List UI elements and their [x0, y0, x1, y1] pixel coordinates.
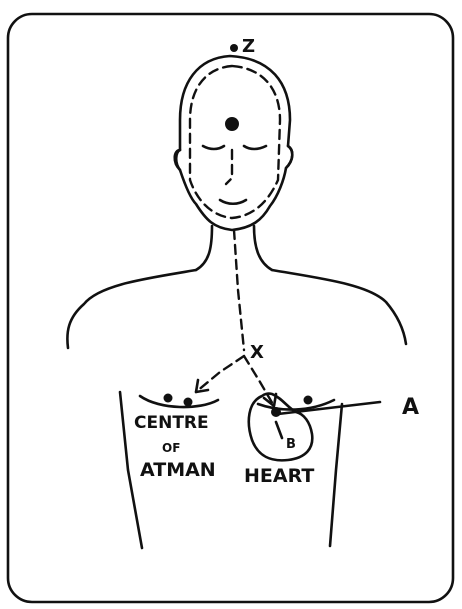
head-inner-dashed [190, 66, 280, 218]
heart-area [249, 394, 380, 461]
frame-border [8, 14, 453, 602]
centre-of-atman [140, 394, 218, 408]
left-chest-curve [140, 396, 218, 407]
neck-right [254, 226, 272, 270]
label-heart: HEART [244, 465, 314, 487]
mouth [220, 200, 246, 204]
label-a: A [402, 395, 419, 420]
label-of: OF [162, 441, 180, 455]
head [175, 44, 293, 230]
heart-dot-right [304, 396, 313, 405]
atman-dot-1 [164, 394, 173, 403]
atman-dot-2 [184, 398, 193, 407]
right-ear [286, 146, 292, 168]
pointer-line-a [278, 402, 380, 414]
channel-to-atman [196, 356, 244, 392]
spine-dashed-line [234, 230, 244, 350]
heart-inner-v [276, 422, 282, 438]
right-side [330, 404, 342, 546]
right-eye [244, 146, 266, 149]
right-shoulder [272, 270, 406, 344]
left-shoulder [67, 270, 196, 348]
nose-line [226, 150, 232, 184]
neck-left [196, 226, 212, 270]
heart-dot [271, 407, 281, 417]
label-b: B [286, 437, 296, 452]
label-atman: ATMAN [140, 459, 216, 481]
left-eye [203, 146, 224, 149]
third-eye-dot [225, 117, 239, 131]
crown-dot [230, 44, 238, 52]
label-x: X [250, 342, 264, 363]
label-centre: CENTRE [134, 413, 209, 433]
label-z: Z [242, 36, 255, 57]
